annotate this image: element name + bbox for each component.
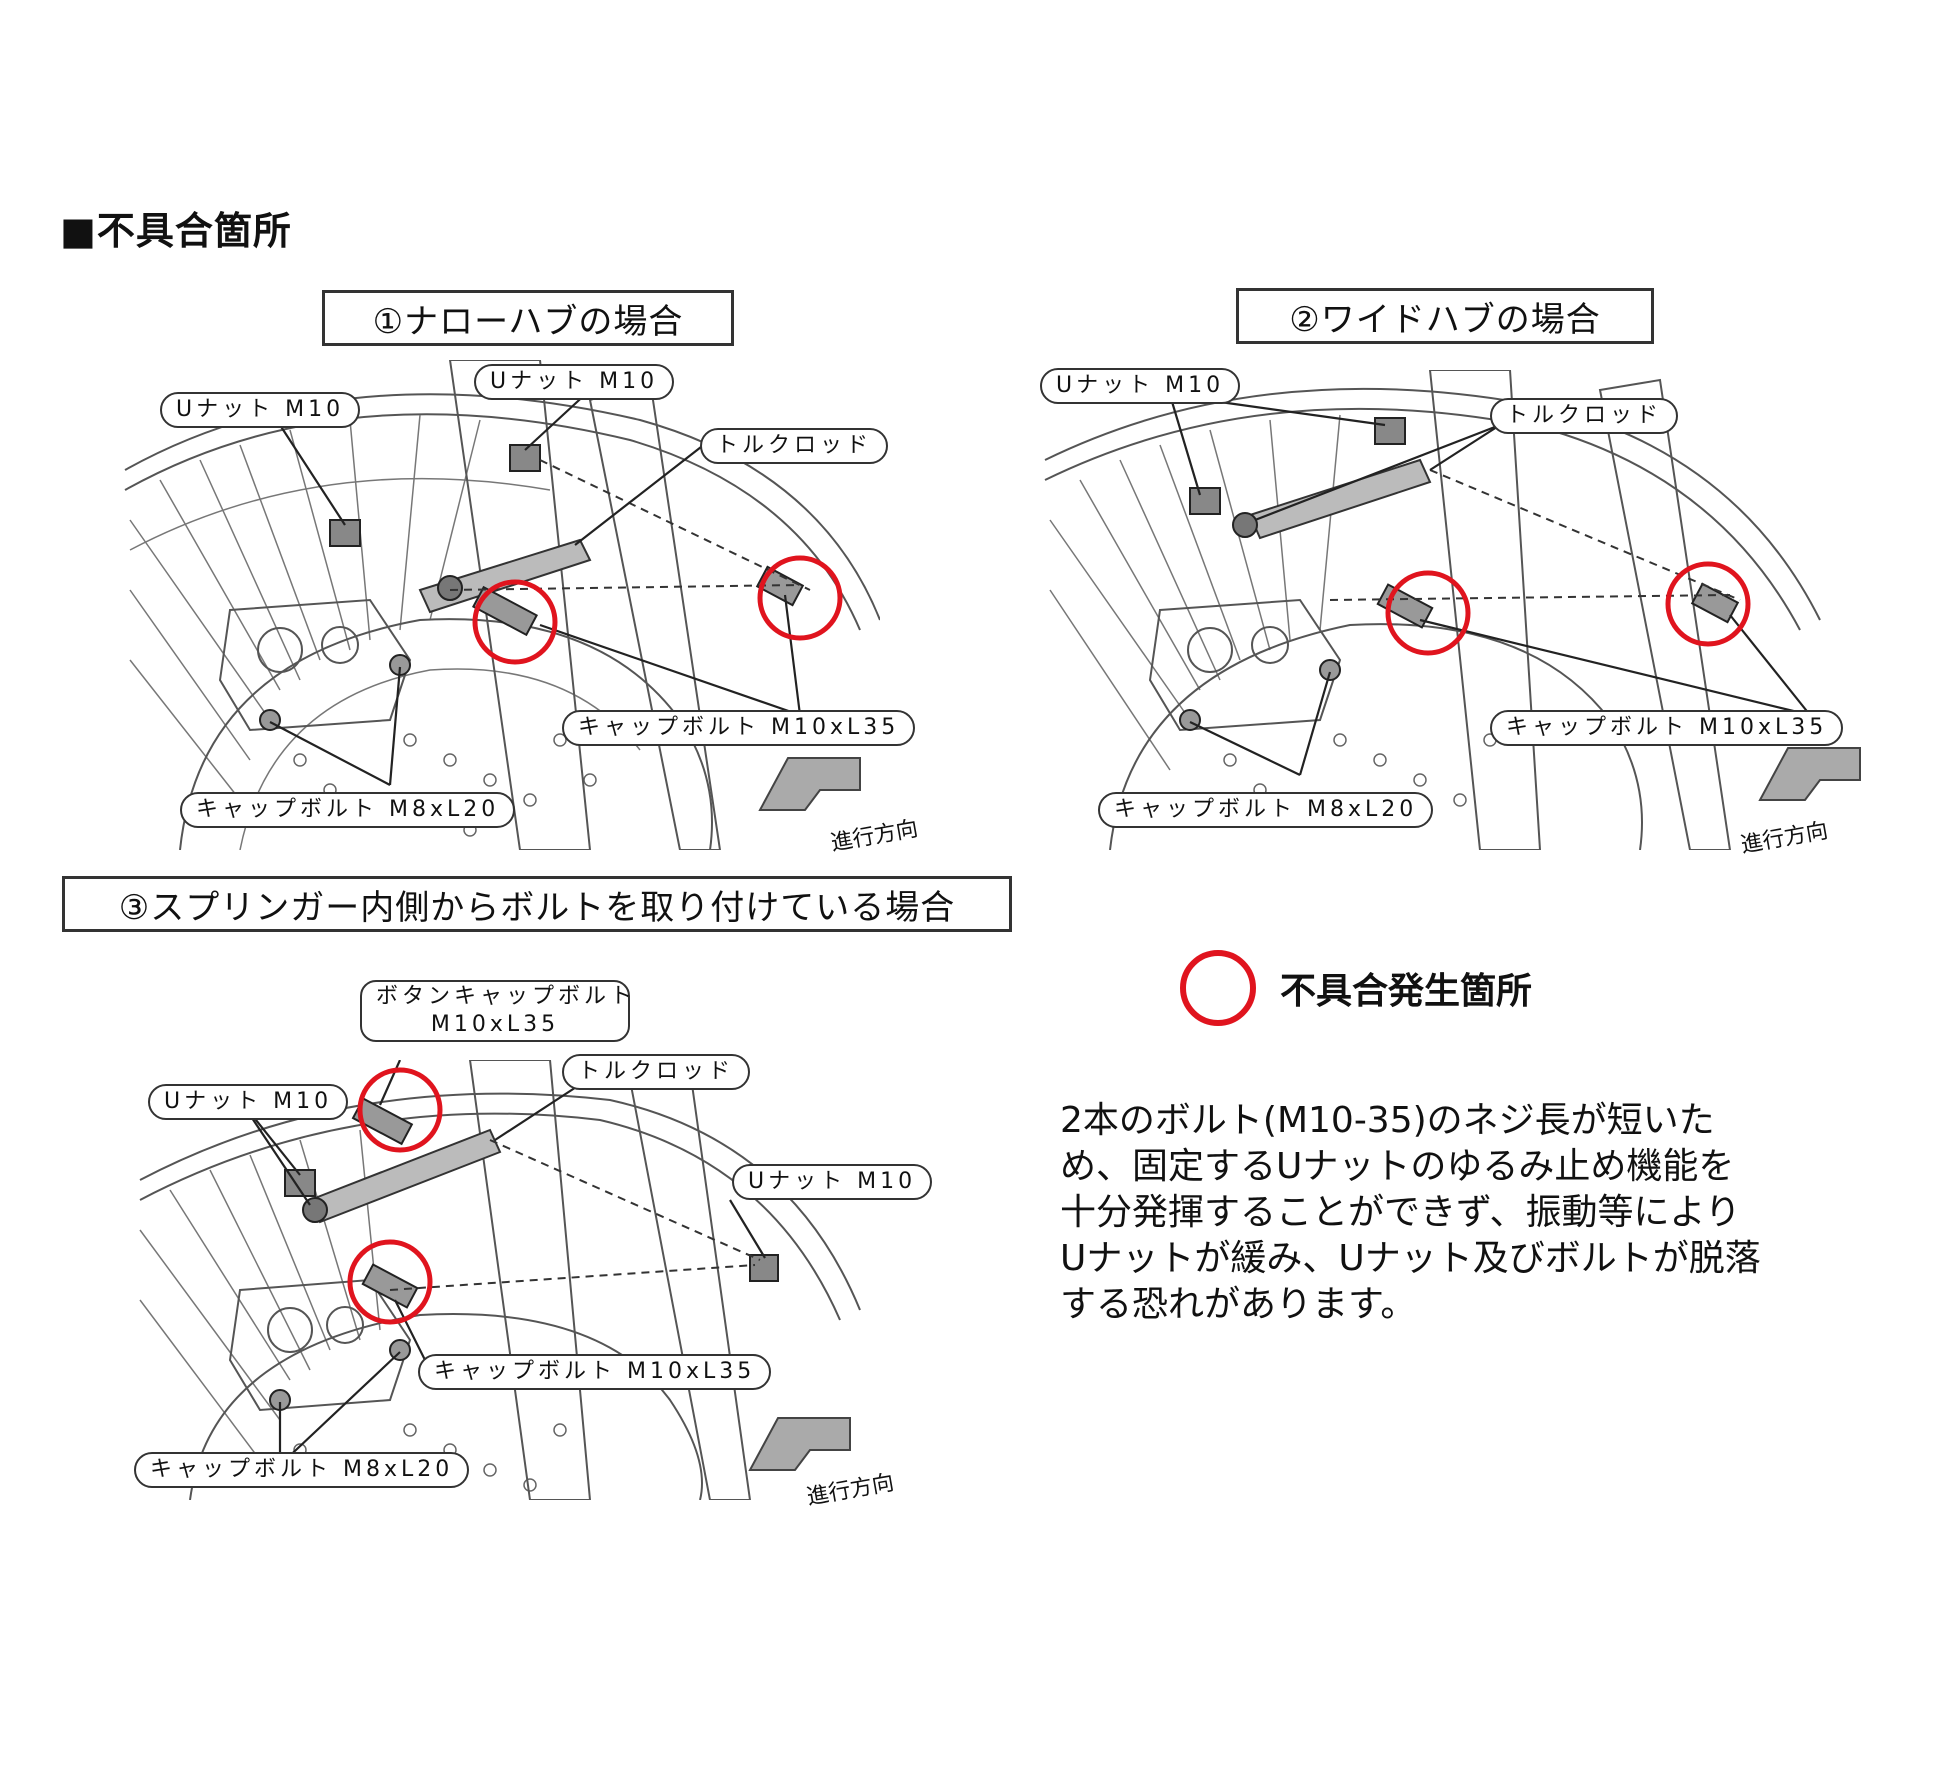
case3-label-cap-bolt-m8: キャップボルト M8xL20 <box>134 1452 470 1488</box>
case1-label-torque-rod: トルクロッド <box>700 428 889 464</box>
case3-fault-circle-2 <box>347 1239 433 1325</box>
case2-fault-circle-2 <box>1665 561 1751 647</box>
description: 2本のボルト(M10-35)のネジ長が短いた め、固定するUナットのゆるみ止め機… <box>1060 1098 1800 1328</box>
case1-diagram <box>120 360 880 850</box>
case1-label-unut-b: Uナット M10 <box>474 364 675 400</box>
case3-label-button-bolt-line1: ボタンキャップボルト <box>376 984 637 1009</box>
case1-drawing <box>124 360 880 850</box>
case3-fault-circle-1 <box>357 1067 443 1153</box>
case2-label-unut: Uナット M10 <box>1040 368 1241 404</box>
case3-label-torque-rod: トルクロッド <box>562 1054 751 1090</box>
description-line-4: Uナットが緩み、Uナット及びボルトが脱落 <box>1060 1238 1761 1279</box>
description-line-3: 十分発揮することができず、振動等により <box>1060 1192 1741 1233</box>
case1-label-cap-bolt-m10: キャップボルト M10xL35 <box>562 710 916 746</box>
case3-label-unut-b: Uナット M10 <box>732 1164 933 1200</box>
case3-title: ③スプリンガー内側からボルトを取り付けている場合 <box>62 876 1012 932</box>
case3-label-button-bolt-line2: M10xL35 <box>430 1012 560 1037</box>
legend: 不具合発生箇所 <box>1180 950 1532 1026</box>
case2-label-torque-rod: トルクロッド <box>1490 398 1679 434</box>
case1-title: ①ナローハブの場合 <box>322 290 734 346</box>
case3-label-button-bolt: ボタンキャップボルト M10xL35 <box>360 980 637 1042</box>
case3-drawing <box>139 1060 861 1500</box>
case1-fault-circle-2 <box>757 555 843 641</box>
legend-circle-icon <box>1180 950 1256 1026</box>
case3-label-unut-a: Uナット M10 <box>148 1084 349 1120</box>
case3-label-cap-bolt-m10: キャップボルト M10xL35 <box>418 1354 772 1390</box>
case1-fault-circle-1 <box>472 579 558 665</box>
description-line-1: 2本のボルト(M10-35)のネジ長が短いた <box>1060 1100 1715 1141</box>
case2-title: ②ワイドハブの場合 <box>1236 288 1654 344</box>
description-line-2: め、固定するUナットのゆるみ止め機能を <box>1060 1146 1735 1187</box>
case2-label-cap-bolt-m10: キャップボルト M10xL35 <box>1490 710 1844 746</box>
case3-diagram <box>130 1060 930 1500</box>
case2-drawing <box>1044 370 1861 850</box>
legend-label: 不具合発生箇所 <box>1280 971 1533 1012</box>
page-heading: ■不具合箇所 <box>60 209 292 253</box>
case1-label-cap-bolt-m8: キャップボルト M8xL20 <box>180 792 516 828</box>
case1-label-unut-a: Uナット M10 <box>160 392 361 428</box>
case2-fault-circle-1 <box>1385 570 1471 656</box>
description-line-5: する恐れがあります。 <box>1060 1284 1417 1325</box>
case2-label-cap-bolt-m8: キャップボルト M8xL20 <box>1098 792 1434 828</box>
case2-diagram <box>1040 370 1920 850</box>
